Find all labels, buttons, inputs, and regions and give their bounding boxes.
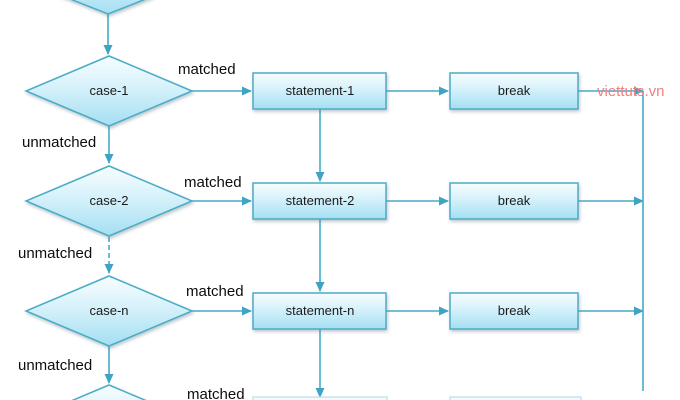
matched-label-2: matched: [184, 174, 242, 191]
statement-1-label: statement-1: [286, 83, 355, 98]
matched-label-4: matched: [187, 386, 245, 400]
statement-2-box: [252, 182, 387, 220]
case-n-label: case-n: [89, 303, 128, 318]
statement-2-label: statement-2: [286, 193, 355, 208]
break-n-label: break: [498, 303, 531, 318]
matched-label-3: matched: [186, 283, 244, 300]
next-break-box-partial: [449, 396, 582, 400]
case-1-label: case-1: [89, 83, 128, 98]
statement-n-box: [252, 292, 387, 330]
matched-label-1: matched: [178, 61, 236, 78]
switch-expression-diamond-partial: [70, 0, 146, 15]
break-n-box: [449, 292, 579, 330]
default-diamond-partial: [71, 384, 147, 400]
case-2-diamond: [24, 165, 194, 237]
unmatched-label-3: unmatched: [18, 357, 92, 374]
case-n-diamond: [24, 275, 194, 347]
break-1-box: [449, 72, 579, 110]
break-2-box: [449, 182, 579, 220]
statement-1-box: [252, 72, 387, 110]
next-statement-box-partial: [252, 396, 388, 400]
case-1-diamond: [24, 55, 194, 127]
break-1-label: break: [498, 83, 531, 98]
unmatched-label-1: unmatched: [22, 134, 96, 151]
statement-n-label: statement-n: [286, 303, 355, 318]
case-2-label: case-2: [89, 193, 128, 208]
break-2-label: break: [498, 193, 531, 208]
unmatched-label-2: unmatched: [18, 245, 92, 262]
watermark-text: viettuts.vn: [597, 83, 665, 100]
